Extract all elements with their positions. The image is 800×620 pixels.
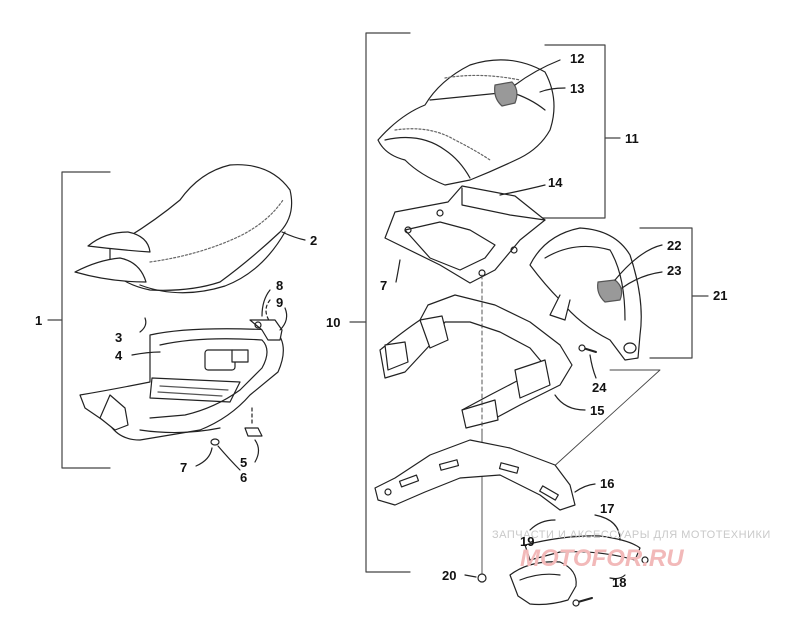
seat-badge-12: [494, 81, 518, 107]
label-7b: 7: [380, 278, 387, 293]
label-19: 19: [520, 534, 534, 549]
leader-16: [574, 483, 596, 493]
cowl-badge-23: [597, 279, 623, 303]
label-17: 17: [600, 501, 614, 516]
leader-24: [589, 354, 597, 379]
bumper-6: [210, 438, 220, 446]
leader-20: [464, 574, 477, 578]
leader-18: [609, 574, 626, 580]
nut-20: [477, 573, 487, 583]
bumper-5: [244, 407, 263, 437]
leader-2: [281, 231, 306, 241]
leader-9: [279, 307, 288, 331]
label-1: 1: [35, 313, 42, 328]
leader-23: [621, 271, 663, 289]
label-12: 12: [570, 51, 584, 66]
leader-19: [529, 519, 556, 531]
label-23: 23: [667, 263, 681, 278]
label-14: 14: [548, 175, 563, 190]
label-8: 8: [276, 278, 283, 293]
leader-8: [261, 289, 271, 317]
label-13: 13: [570, 81, 584, 96]
bracket-1: [61, 171, 111, 469]
label-7a: 7: [180, 460, 187, 475]
bracket-16: [374, 439, 576, 511]
label-11: 11: [625, 131, 639, 146]
rear-cowl-21: [529, 227, 642, 361]
leader-6: [217, 445, 241, 471]
label-10: 10: [326, 315, 340, 330]
label-20: 20: [442, 568, 456, 583]
seat-pan-14: [384, 185, 546, 284]
leader-17: [594, 514, 621, 541]
bolt-24: [578, 344, 597, 353]
watermark-line1: ЗАПЧАСТИ И АКСЕССУАРЫ ДЛЯ МОТОТЕХНИКИ: [492, 529, 771, 541]
label-6: 6: [240, 470, 247, 485]
seat-base-4: [79, 328, 284, 441]
label-4: 4: [115, 348, 123, 363]
latch-8-9: [249, 299, 283, 341]
label-18: 18: [612, 575, 626, 590]
leader-5: [254, 439, 260, 463]
passenger-seat-13: [377, 59, 555, 186]
label-2: 2: [310, 233, 317, 248]
leader-15: [554, 394, 586, 411]
label-5: 5: [240, 455, 247, 470]
frame-15: [379, 294, 573, 429]
label-9: 9: [276, 295, 283, 310]
leader-12: [514, 59, 561, 86]
leader-22: [614, 244, 663, 281]
leader-13: [539, 87, 566, 93]
label-3: 3: [115, 330, 122, 345]
bolt-18: [572, 597, 593, 607]
seat-cushion-2: [74, 164, 293, 294]
bracket-10: [365, 32, 411, 573]
watermark-line2: MOTOFOR.RU: [520, 545, 684, 572]
grab-handle-17: [509, 535, 649, 606]
label-15: 15: [590, 403, 604, 418]
label-21: 21: [713, 288, 727, 303]
bracket-21: [639, 227, 693, 359]
leader-3: [139, 317, 147, 333]
leader-4: [131, 351, 161, 356]
label-24: 24: [592, 380, 607, 395]
bracket-11: [519, 44, 606, 219]
label-16: 16: [600, 476, 614, 491]
leader-14: [499, 184, 546, 196]
leader-7b: [395, 259, 401, 283]
label-22: 22: [667, 238, 681, 253]
leader-7a: [195, 447, 213, 467]
